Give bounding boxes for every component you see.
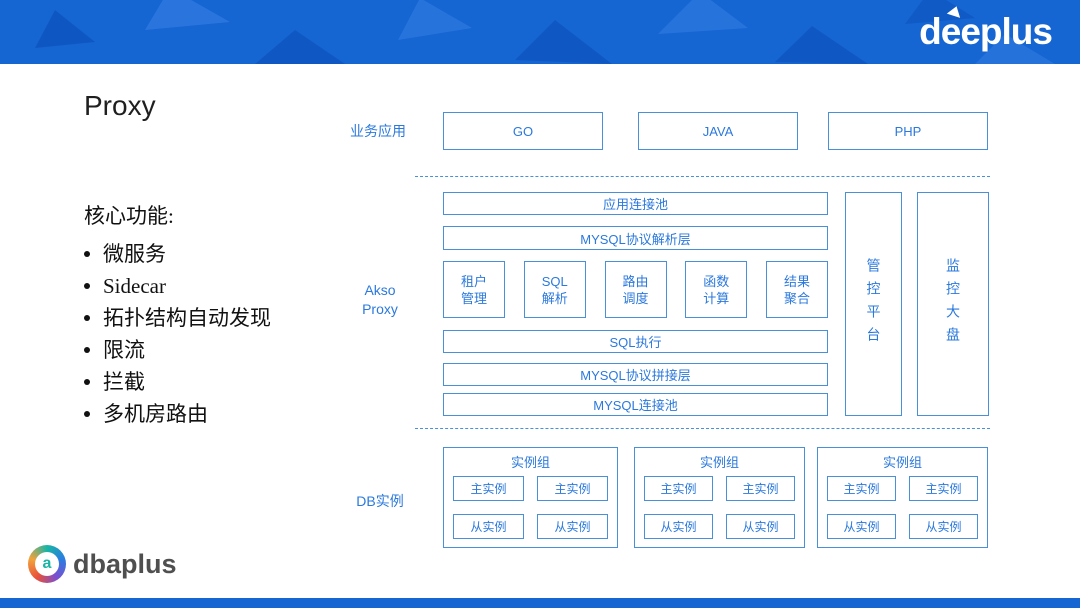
- dbaplus-icon: a: [28, 545, 66, 583]
- dashed-separator-top: [415, 176, 990, 177]
- page-title: Proxy: [84, 90, 156, 121]
- db-cell-master: 主实例: [644, 476, 713, 501]
- module-route-dispatch: 路由调度: [604, 261, 667, 318]
- dbaplus-icon-letter: a: [35, 552, 59, 576]
- bullet-icon: [84, 315, 90, 321]
- db-group-title: 实例组: [510, 455, 550, 470]
- layer-app-connection-pool: 应用连接池: [443, 192, 828, 215]
- feature-item: 限流: [84, 334, 364, 366]
- proxy-modules-row: 租户管理 SQL解析 路由调度 函数计算 结果聚合: [443, 261, 828, 318]
- db-instance-group: 实例组 主实例 主实例 从实例 从实例: [443, 447, 618, 548]
- db-cell-slave: 从实例: [726, 514, 795, 539]
- db-cell-slave: 从实例: [644, 514, 713, 539]
- dbaplus-logo-text: dbaplus: [73, 548, 177, 579]
- feature-item: 微服务: [84, 238, 364, 270]
- db-cell-master: 主实例: [827, 476, 896, 501]
- panel-management-platform: 管控平台: [845, 192, 902, 416]
- business-layer-label: 业务应用: [350, 123, 406, 139]
- bullet-icon: [84, 379, 90, 385]
- db-group-title: 实例组: [699, 455, 739, 470]
- db-cell-slave: 从实例: [453, 514, 524, 539]
- db-cell-master: 主实例: [909, 476, 978, 501]
- db-group-grid: 主实例 主实例 从实例 从实例: [644, 476, 795, 539]
- layer-mysql-protocol-parse: MYSQL协议解析层: [443, 226, 828, 250]
- feature-item: 拦截: [84, 366, 364, 398]
- business-app-box-php: PHP: [828, 112, 988, 150]
- db-instance-group: 实例组 主实例 主实例 从实例 从实例: [817, 447, 988, 548]
- db-cell-master: 主实例: [726, 476, 795, 501]
- dashed-separator-bottom: [415, 428, 990, 429]
- db-group-title: 实例组: [882, 455, 922, 470]
- feature-item: 多机房路由: [84, 398, 364, 430]
- module-sql-parse: SQL解析: [523, 261, 586, 318]
- db-cell-slave: 从实例: [827, 514, 896, 539]
- layer-mysql-protocol-assemble: MYSQL协议拼接层: [443, 363, 828, 386]
- feature-text: 多机房路由: [103, 402, 208, 426]
- panel-monitoring-dashboard: 监控大盘: [917, 192, 989, 416]
- db-group-grid: 主实例 主实例 从实例 从实例: [453, 476, 608, 539]
- layer-sql-execute: SQL执行: [443, 330, 828, 353]
- db-cell-slave: 从实例: [909, 514, 978, 539]
- layer-mysql-connection-pool: MYSQL连接池: [443, 393, 828, 416]
- db-instance-group: 实例组 主实例 主实例 从实例 从实例: [634, 447, 805, 548]
- db-cell-slave: 从实例: [537, 514, 608, 539]
- db-layer-label: DB实例: [356, 493, 404, 509]
- feature-item: 拓扑结构自动发现: [84, 302, 364, 334]
- feature-text: Sidecar: [103, 274, 166, 298]
- business-app-box-go: GO: [443, 112, 603, 150]
- top-banner: deeplus: [0, 0, 1080, 64]
- features: 核心功能: 微服务 Sidecar 拓扑结构自动发现 限流 拦截 多机房路由: [84, 200, 364, 430]
- business-app-box-java: JAVA: [638, 112, 798, 150]
- feature-text: 微服务: [103, 242, 166, 266]
- feature-item: Sidecar: [84, 270, 364, 302]
- module-tenant-management: 租户管理: [443, 261, 505, 318]
- feature-text: 拦截: [103, 370, 145, 394]
- module-function-compute: 函数计算: [685, 261, 748, 318]
- proxy-layer-label: Akso Proxy: [340, 281, 420, 319]
- feature-text: 拓扑结构自动发现: [103, 306, 271, 330]
- db-cell-master: 主实例: [537, 476, 608, 501]
- banner-pattern: [35, 0, 1055, 64]
- dbaplus-logo: a dbaplus: [28, 545, 177, 583]
- bullet-icon: [84, 411, 90, 417]
- bullet-icon: [84, 251, 90, 257]
- proxy-label-line2: Proxy: [362, 301, 398, 317]
- feature-text: 限流: [103, 338, 145, 362]
- deeplus-logo: deeplus: [919, 11, 1053, 52]
- bullet-icon: [84, 283, 90, 289]
- db-group-grid: 主实例 主实例 从实例 从实例: [827, 476, 978, 539]
- module-result-aggregate: 结果聚合: [766, 261, 828, 318]
- bottom-bar: [0, 598, 1080, 608]
- features-heading: 核心功能:: [84, 204, 174, 228]
- bullet-icon: [84, 347, 90, 353]
- proxy-label-line1: Akso: [364, 282, 396, 298]
- db-cell-master: 主实例: [453, 476, 524, 501]
